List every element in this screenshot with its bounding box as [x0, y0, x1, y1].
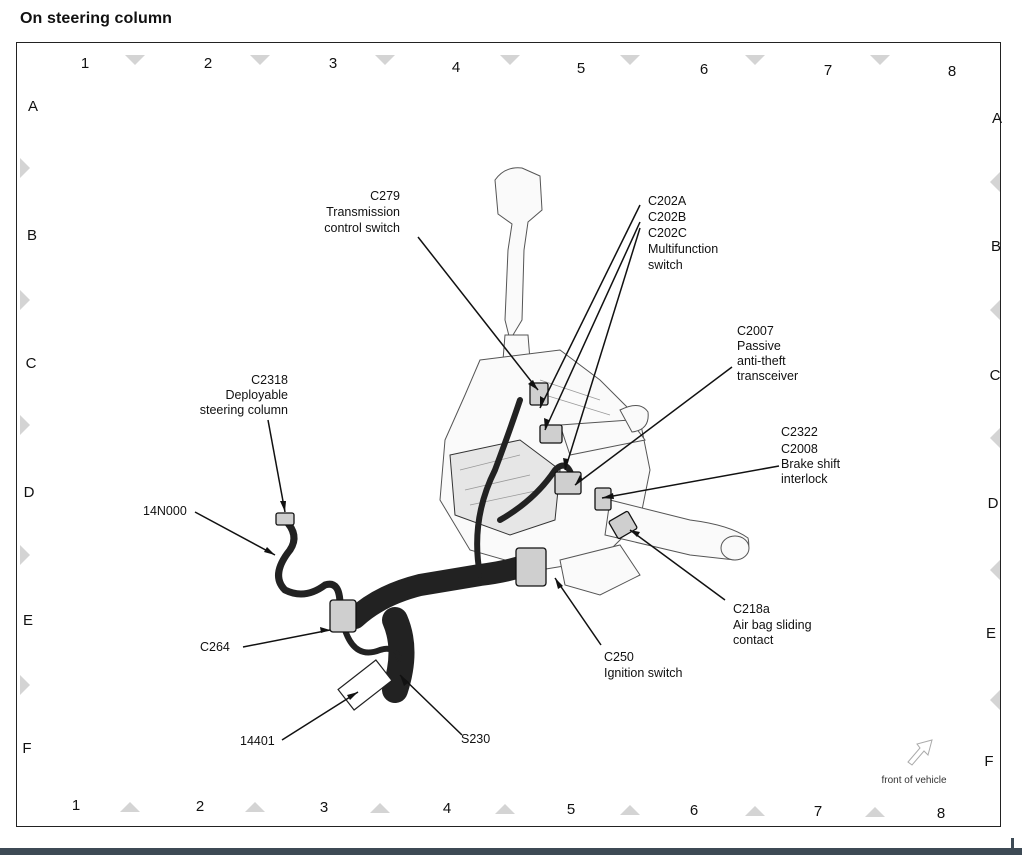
- callout-c2007: C2007 Passive anti-theft transceiver: [737, 324, 798, 383]
- connector-c250: [515, 547, 547, 587]
- callout-line: switch: [648, 258, 683, 272]
- connectors: [275, 382, 638, 711]
- callout-line: C218a: [733, 602, 770, 616]
- callout-s230: S230: [461, 732, 490, 746]
- grid-col-label: 1: [72, 797, 80, 814]
- grid-rows-right: A B C D E F: [984, 110, 1002, 770]
- callout-14401: 14401: [240, 734, 275, 748]
- callout-line: C2318: [251, 373, 288, 387]
- callout-c2318: C2318 Deployable steering column: [200, 373, 288, 417]
- grid-col-label: 8: [937, 805, 945, 822]
- grid-row-label: C: [990, 367, 1001, 384]
- grid-row-label: E: [986, 625, 996, 642]
- callout-c202: C202A C202B C202C Multifunction switch: [648, 194, 718, 272]
- grid-row-label: D: [24, 484, 35, 501]
- grid-col-label: 6: [700, 61, 708, 78]
- grid-row-label: A: [992, 110, 1002, 127]
- grid-col-label: 3: [320, 799, 328, 816]
- grid-row-label: D: [988, 495, 999, 512]
- callout-c2322: C2322 C2008 Brake shift interlock: [781, 425, 841, 486]
- grid-col-label: 7: [814, 803, 822, 820]
- connector-c2322: [594, 487, 612, 511]
- callout-line: C279: [370, 189, 400, 203]
- page-title: On steering column: [20, 10, 173, 27]
- registration-marks: [20, 55, 1000, 817]
- callout-line: C2007: [737, 324, 774, 338]
- callout-line: Multifunction: [648, 242, 718, 256]
- callout-line: Deployable: [225, 388, 288, 402]
- tag-14401: [337, 659, 393, 711]
- callout-line: transceiver: [737, 369, 798, 383]
- footer-bar: [0, 848, 1022, 855]
- leader-arrowheads: [264, 380, 640, 700]
- callout-line: Ignition switch: [604, 666, 683, 680]
- grid-row-label: F: [984, 753, 993, 770]
- callout-line: Transmission: [326, 205, 400, 219]
- orientation-label: front of vehicle: [881, 775, 946, 786]
- callout-line: C250: [604, 650, 634, 664]
- grid-col-label: 3: [329, 55, 337, 72]
- callout-line: steering column: [200, 403, 288, 417]
- grid-col-label: 4: [443, 800, 451, 817]
- callout-14n000: 14N000: [143, 504, 187, 518]
- grid-row-label: E: [23, 612, 33, 629]
- grid-col-label: 8: [948, 63, 956, 80]
- grid-col-label: 4: [452, 59, 460, 76]
- connector-c2318: [275, 512, 295, 526]
- callout-c218a: C218a Air bag sliding contact: [733, 602, 812, 647]
- grid-rows-left: A B C D E F: [22, 98, 38, 757]
- callout-line: C202C: [648, 226, 687, 240]
- grid-col-label: 5: [567, 801, 575, 818]
- callout-line: C202A: [648, 194, 687, 208]
- grid-columns-bottom: 1 2 3 4 5 6 7 8: [72, 797, 945, 822]
- callout-c279: C279 Transmission control switch: [324, 189, 400, 235]
- grid-row-label: B: [27, 227, 37, 244]
- front-of-vehicle-indicator: front of vehicle: [881, 739, 947, 786]
- leader-lines: [194, 204, 780, 741]
- connector-c202: [539, 424, 563, 444]
- grid-row-label: C: [26, 355, 37, 372]
- connector-c264: [329, 599, 357, 633]
- steering-column-assembly: [439, 167, 750, 596]
- grid-col-label: 6: [690, 802, 698, 819]
- callout-line: Brake shift: [781, 457, 841, 471]
- grid-col-label: 5: [577, 60, 585, 77]
- grid-row-label: B: [991, 238, 1001, 255]
- callout-line: anti-theft: [737, 354, 786, 368]
- callout-line: Air bag sliding: [733, 618, 812, 632]
- front-arrow-icon: [907, 739, 933, 766]
- callout-line: C2322: [781, 425, 818, 439]
- grid-col-label: 2: [204, 55, 212, 72]
- grid-col-label: 1: [81, 55, 89, 72]
- callout-line: C202B: [648, 210, 686, 224]
- grid-col-label: 2: [196, 798, 204, 815]
- callout-line: C2008: [781, 442, 818, 456]
- callout-line: control switch: [324, 221, 400, 235]
- callout-line: interlock: [781, 472, 828, 486]
- diagram-frame: [16, 42, 1001, 827]
- footer-tick: [1011, 838, 1014, 855]
- grid-col-label: 7: [824, 62, 832, 79]
- callout-line: Passive: [737, 339, 781, 353]
- grid-row-label: F: [22, 740, 31, 757]
- connector-c218a: [608, 510, 638, 540]
- callout-c250: C250 Ignition switch: [604, 650, 683, 680]
- grid-row-label: A: [28, 98, 38, 115]
- callout-c264: C264: [200, 640, 230, 654]
- connector-c2007: [554, 471, 582, 495]
- grid-columns-top: 1 2 3 4 5 6 7 8: [81, 55, 956, 80]
- callout-line: contact: [733, 633, 774, 647]
